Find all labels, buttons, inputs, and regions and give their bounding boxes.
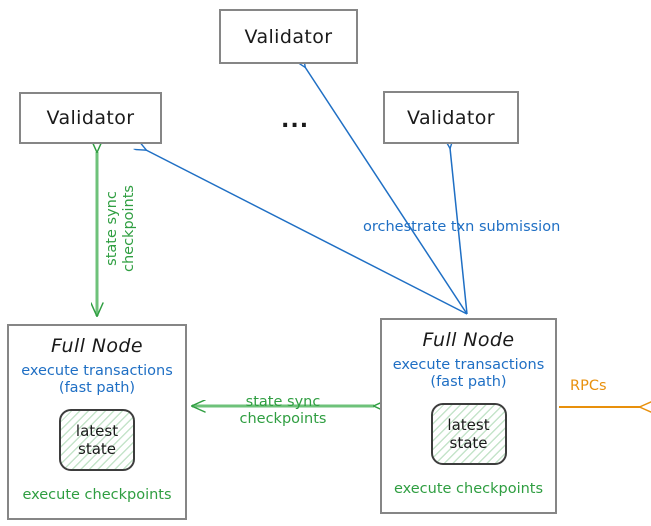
full-node-right-execute-transactions-line2: (fast path) xyxy=(430,374,507,390)
node-full-node-left[interactable]: Full Node execute transactions (fast pat… xyxy=(7,324,187,520)
full-node-left-latest-state-line1: latest xyxy=(75,422,119,440)
validator-right-label: Validator xyxy=(407,106,495,129)
validators-ellipsis: ... xyxy=(281,108,310,133)
edge-label-state-sync-horizontal-line1: state sync xyxy=(245,394,321,410)
node-validator-left[interactable]: Validator xyxy=(19,92,162,144)
connector-orchestrate-to-validator-left xyxy=(146,150,468,315)
full-node-right-latest-state-line2: state xyxy=(449,434,488,452)
validator-left-label: Validator xyxy=(46,107,135,129)
full-node-left-execute-transactions-line1: execute transactions xyxy=(21,363,173,379)
edge-label-state-sync-vertical-line1: state sync xyxy=(104,191,120,266)
full-node-left-execute-transactions-line2: (fast path) xyxy=(58,380,136,396)
edge-label-orchestrate: orchestrate txn submission xyxy=(363,219,561,235)
node-validator-right[interactable]: Validator xyxy=(383,91,519,144)
connector-orchestrate-to-validator-top xyxy=(305,67,468,315)
full-node-right-latest-state-line1: latest xyxy=(447,416,490,434)
full-node-right-title: Full Node xyxy=(422,329,515,351)
edge-label-state-sync-horizontal: state sync checkpoints xyxy=(228,394,338,428)
full-node-left-title: Full Node xyxy=(51,335,143,357)
edge-label-state-sync-horizontal-line2: checkpoints xyxy=(239,411,327,427)
edge-label-state-sync-vertical: state sync checkpoints xyxy=(104,185,138,272)
full-node-right-latest-state-box[interactable]: latest state xyxy=(430,403,507,465)
full-node-right-execute-transactions: execute transactions (fast path) xyxy=(393,357,545,391)
edge-label-state-sync-vertical-line2: checkpoints xyxy=(121,185,137,272)
full-node-right-execute-checkpoints: execute checkpoints xyxy=(393,481,544,497)
edge-label-rpcs: RPCs xyxy=(570,378,607,394)
validator-top-label: Validator xyxy=(244,25,333,48)
full-node-left-execute-transactions: execute transactions (fast path) xyxy=(21,363,173,397)
node-validator-top[interactable]: Validator xyxy=(219,9,358,64)
full-node-left-latest-state-line2: state xyxy=(78,440,116,458)
node-full-node-right[interactable]: Full Node execute transactions (fast pat… xyxy=(380,318,557,514)
full-node-left-execute-checkpoints: execute checkpoints xyxy=(22,487,172,503)
full-node-left-latest-state-box[interactable]: latest state xyxy=(59,409,135,471)
full-node-right-execute-transactions-line1: execute transactions xyxy=(392,357,545,373)
connector-orchestrate-to-validator-right xyxy=(450,148,468,315)
